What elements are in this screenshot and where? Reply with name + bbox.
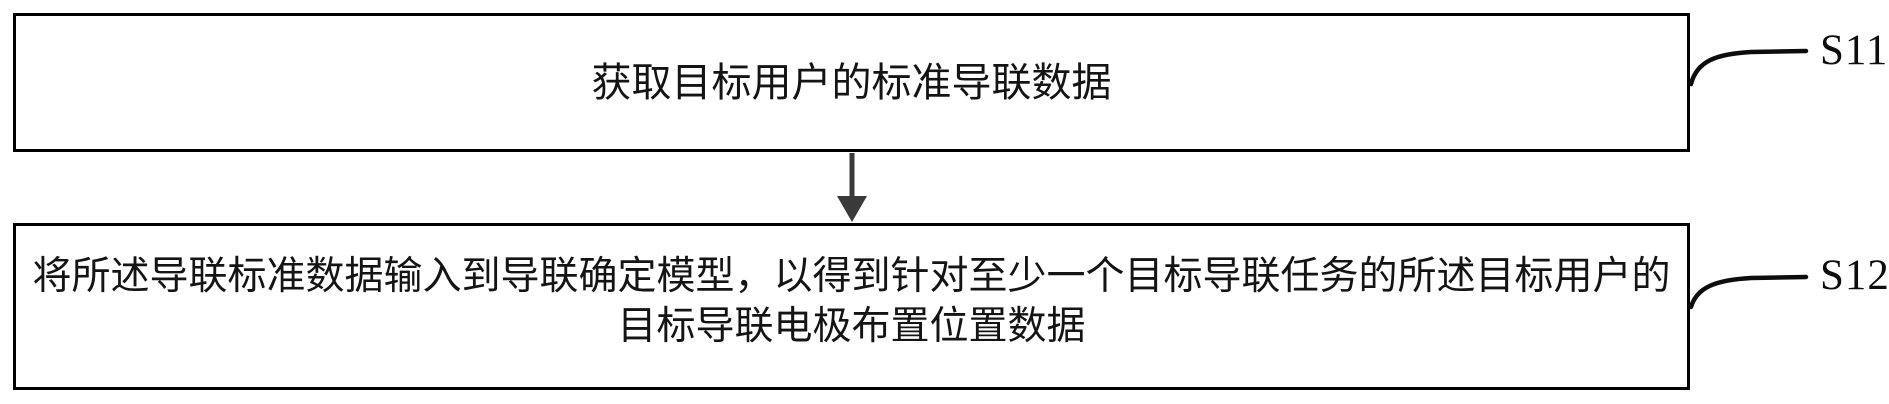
step-label-s11: S11 bbox=[1820, 27, 1889, 74]
step-label-s12: S12 bbox=[1820, 252, 1889, 299]
flow-arrow-head-icon bbox=[837, 196, 867, 222]
leader-line-s11 bbox=[1688, 48, 1809, 87]
step-s12-text-line1: 将所述导联标准数据输入到导联确定模型，以得到针对至少一个目标导联任务的所述目标用… bbox=[32, 254, 1671, 298]
leader-line-s12 bbox=[1688, 274, 1809, 310]
step-s12-text-line2: 目标导联电极布置位置数据 bbox=[617, 304, 1086, 348]
step-box-s11: 获取目标用户的标准导联数据 bbox=[13, 13, 1690, 152]
step-s11-text: 获取目标用户的标准导联数据 bbox=[591, 59, 1112, 105]
step-box-s12: 将所述导联标准数据输入到导联确定模型，以得到针对至少一个目标导联任务的所述目标用… bbox=[13, 223, 1690, 390]
